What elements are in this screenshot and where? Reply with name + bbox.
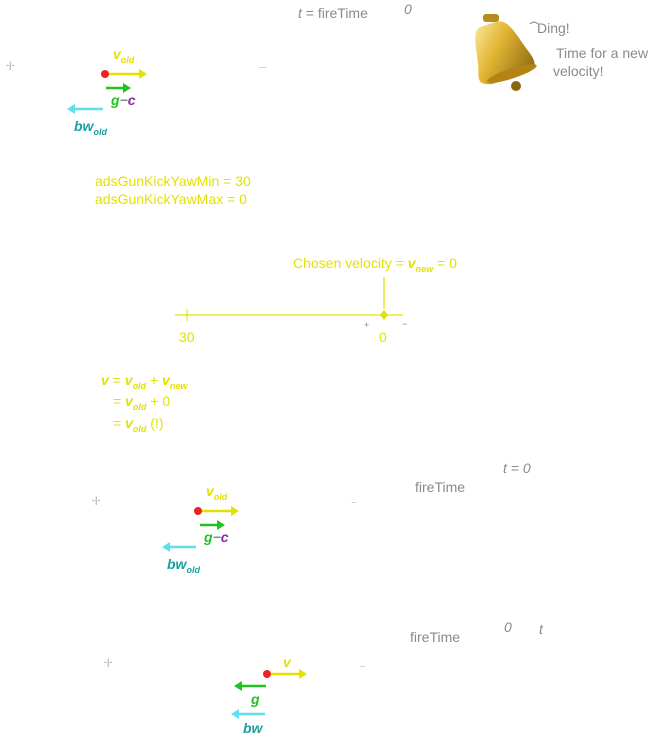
scene3-bw-arrowhead [231,709,239,719]
bell-message-line2: velocity! [553,63,604,79]
eq1-v-old-sub: old [132,381,147,391]
scene2-bw-old-arrowhead [162,542,170,552]
scene1-bw-old-label: bwold [74,118,107,140]
scene2-particle-dot [194,507,202,515]
scene1-left-marker: -|- [6,60,14,70]
scene1-g-minus-c-label: g−c [111,92,136,108]
header-equals-firetime: = fireTime [301,5,368,21]
g-minus-c-arrowhead [123,83,131,93]
scene2-bw-old-label: bwold [167,556,200,578]
scene2-g-minus-c-label: g−c [204,529,229,545]
scene1-g: g [111,92,120,108]
chosen-v: v [407,255,416,271]
scene1-bw-sub: old [93,127,107,137]
bell-ding-text: Ding! [537,20,570,36]
chosen-suffix: = 0 [433,255,457,271]
scene2-eq-zero: = 0 [506,460,531,476]
scene3-particle-dot [263,670,271,678]
header-time-label: t = fireTime [298,5,368,21]
eq2-v-old-sub: old [132,402,147,412]
particle-dot [101,70,109,78]
eq3-v-old: v [125,415,133,431]
param-min: adsGunKickYawMin = 30 [95,173,251,189]
scene1-v-old-label: vold [113,46,134,68]
bw-old-arrowhead [67,104,75,114]
scene2-v-old-base: v [206,483,214,499]
number-line: + − [175,277,407,330]
scene2-bw-base: bw [167,556,187,572]
scene1-right-marker: ... [259,60,267,70]
eq1-plus: + [146,372,163,388]
header-zero: 0 [404,1,412,17]
scene1-v-old-base: v [113,46,121,62]
eq1-v: v [101,372,109,388]
tick-label-left: 30 [179,329,195,345]
scene1-minus: − [119,92,128,108]
scene2-v-old-sub: old [213,492,228,502]
eq1-v-new: v [162,372,170,388]
chosen-prefix: Chosen velocity = [293,255,408,271]
eq2-eq: = [113,393,126,409]
scene2-minus: − [212,529,221,545]
scene2-left-marker: -|- [92,495,100,505]
v-old-arrowhead [139,69,147,79]
scene2-right-marker: .. [351,495,356,505]
scene2-c: c [220,529,229,545]
eq3-rest: (!) [146,415,164,431]
scene3-firetime: fireTime [410,629,461,645]
scene1-v-old-sub: old [120,55,135,65]
scene1-bw-base: bw [74,118,94,134]
chosen-v-sub: new [415,264,434,274]
scene2-v-old-label: vold [206,483,227,505]
scene2-t-equals-zero: t = 0 [503,460,531,476]
eq3-v-old-sub: old [132,424,147,434]
equation-line1: v = vold + vnew [101,372,187,394]
bell-message-line1: Time for a new [556,45,649,61]
eq3-eq: = [113,415,126,431]
scene2-graphics: -|- .. [92,495,356,552]
scene3-right-marker: .. [360,659,365,669]
scene3-bw-label: bw [243,720,263,734]
chosen-diamond [380,310,388,320]
scene1-graphics: -|- ... [6,60,267,114]
scene3-graphics: -|- .. [104,657,365,719]
number-line-minus-marker: − [402,319,407,329]
param-max: adsGunKickYawMax = 0 [95,191,247,207]
scene2-g-minus-c-arrowhead [217,520,225,530]
scene3-t: t [539,621,543,637]
tick-label-right: 0 [379,329,387,345]
eq2-v-old: v [125,393,133,409]
scene2-v-old-arrowhead [231,506,239,516]
eq1-eq: = [108,372,125,388]
eq2-rest: + 0 [146,393,171,409]
number-line-plus-marker: + [364,320,369,330]
eq1-v-new-sub: new [169,381,188,391]
header-t: t [298,5,302,21]
scene3-zero: 0 [504,619,512,635]
chosen-velocity-label: Chosen velocity = vnew = 0 [293,255,457,277]
equation-line3: = vold (!) [113,415,163,437]
scene3-g-label: g [251,691,260,707]
scene2-bw-sub: old [186,565,200,575]
bell-icon [475,14,539,91]
scene2-t: t [503,460,507,476]
scene3-g-arrowhead [234,681,242,691]
equation-line2: = vold + 0 [113,393,170,415]
scene3-v-arrowhead [299,669,307,679]
scene2-g: g [204,529,213,545]
scene2-firetime: fireTime [415,479,466,495]
scene1-c: c [127,92,136,108]
scene3-v-label: v [283,654,291,670]
eq1-v-old: v [124,372,133,388]
scene3-left-marker: -|- [104,657,112,667]
